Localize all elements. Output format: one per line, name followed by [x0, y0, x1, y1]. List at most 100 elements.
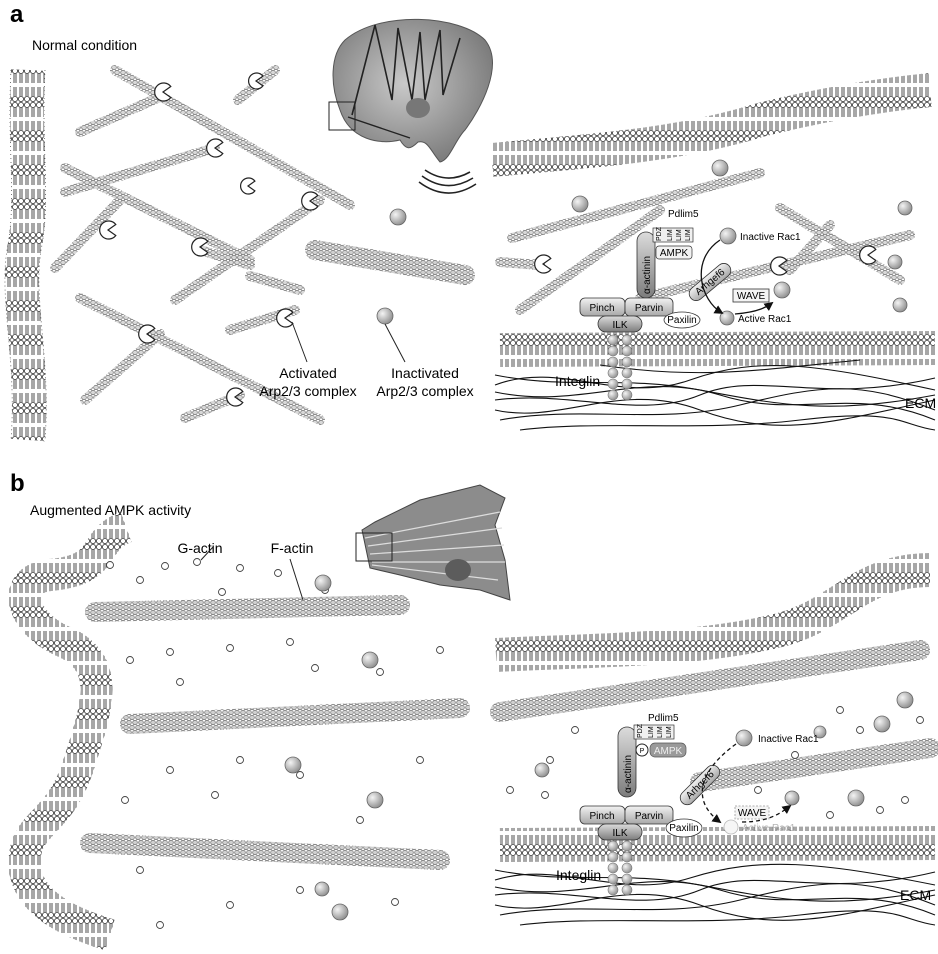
- plasma-membrane-vertical-b: [25, 527, 126, 935]
- plasma-membrane-vertical-a: [22, 70, 29, 440]
- plasma-membrane-bottom-b: [500, 843, 935, 845]
- inactive-arp23-icon: [572, 196, 588, 212]
- active-rac1-label-b: Active Rac1: [742, 823, 796, 834]
- alpha-actinin-label-b: α-actinin: [623, 755, 634, 793]
- inactive-arp23-icon: [535, 763, 549, 777]
- inactive-arp23-icon: [848, 790, 864, 806]
- wave-label-b: WAVE: [738, 808, 767, 819]
- ecm-label-a: ECM: [905, 395, 936, 411]
- panel-b-condition: Augmented AMPK activity: [30, 502, 191, 518]
- lim-label-a-3: LIM: [685, 229, 692, 241]
- integrin-label-a: Integlin: [555, 373, 600, 389]
- inactive-arp23-icon: [888, 255, 902, 269]
- plasma-membrane-top-a: [492, 90, 930, 160]
- activated-arp23-icon: [155, 83, 171, 101]
- inactive-arp23-icon: [774, 282, 790, 298]
- pinch-label-b: Pinch: [589, 811, 614, 822]
- actin-filament: [65, 148, 215, 192]
- activated-arp23-icon: [207, 139, 223, 157]
- inactive-rac1-label-b: Inactive Rac1: [758, 734, 819, 745]
- inactive-rac1-b: [736, 730, 752, 746]
- inactive-arp23-icon: [315, 882, 329, 896]
- f-actin-bundle: [95, 605, 400, 612]
- active-rac1-label-a: Active Rac1: [738, 314, 792, 325]
- parvin-label-a: Parvin: [635, 303, 663, 314]
- alpha-actinin-label-a: α-actinin: [642, 256, 653, 294]
- wave-arrow-a: [735, 303, 772, 314]
- ilk-label-a: ILK: [612, 320, 627, 331]
- panel-b: b Augmented AMPK activity G-actin: [10, 470, 935, 935]
- inactive-rac1-a: [720, 228, 736, 244]
- pdz-label-a: PDZ: [656, 226, 663, 241]
- lim-label-a-1: LIM: [667, 229, 674, 241]
- pinch-label-a: Pinch: [589, 303, 614, 314]
- active-rac1-b: [724, 820, 738, 834]
- active-rac1-a: [720, 311, 734, 325]
- panel-b-letter: b: [10, 470, 25, 497]
- paxilin-label-b: Paxilin: [669, 823, 698, 834]
- actin-filament: [65, 168, 250, 260]
- f-actin-bundle: [90, 843, 440, 860]
- actin-filament: [500, 262, 540, 265]
- lim-label-b-1: LIM: [648, 726, 655, 738]
- inactivated-arp23-label-line1: Inactivated: [391, 365, 459, 381]
- activated-arp23-icon: [100, 221, 116, 239]
- integrin-label-b: Integlin: [556, 867, 601, 883]
- inactive-arp23-icon: [712, 160, 728, 176]
- activated-arp23-icon: [535, 255, 551, 273]
- ecm-fibres-a: [495, 360, 935, 430]
- actin-filament: [115, 70, 350, 205]
- lim-label-b-2: LIM: [657, 726, 664, 738]
- panel-a-letter: a: [10, 1, 24, 28]
- panel-a: a Normal condition: [5, 1, 936, 440]
- f-actin-bundle: [130, 708, 460, 724]
- actin-filament: [85, 334, 160, 400]
- f-actin-label: F-actin: [271, 540, 314, 556]
- plasma-membrane-bottom-a: [500, 348, 935, 350]
- inactive-arp23-icon: [332, 904, 348, 920]
- actin-filament: [250, 276, 300, 290]
- pdlim5-label-b: Pdlim5: [648, 713, 679, 724]
- ampk-label-a: AMPK: [660, 248, 689, 259]
- inactive-arp23-icon: [390, 209, 406, 225]
- activated-arp23-icon: [277, 309, 293, 327]
- g-actin-label: G-actin: [177, 540, 222, 556]
- activated-arp23-label-line2: Arp2/3 complex: [259, 383, 356, 399]
- wave-label-a: WAVE: [737, 291, 766, 302]
- panel-a-condition: Normal condition: [32, 37, 137, 53]
- lim-label-a-2: LIM: [676, 229, 683, 241]
- lim-label-b-3: LIM: [666, 726, 673, 738]
- f-actin-bundle: [700, 748, 930, 782]
- inactive-arp23-b: [285, 575, 383, 920]
- cell-illustration-b: [356, 485, 510, 600]
- inactive-arp23-icon: [362, 652, 378, 668]
- actin-filament: [80, 97, 160, 132]
- inactive-arp23-icon: [893, 298, 907, 312]
- ecm-label-b: ECM: [900, 887, 931, 903]
- parvin-label-b: Parvin: [635, 811, 663, 822]
- inactive-arp23-icon: [377, 308, 393, 324]
- ilk-label-b: ILK: [612, 828, 627, 839]
- inactive-rac1-label-a: Inactive Rac1: [740, 232, 801, 243]
- inactive-arp23-icon: [898, 201, 912, 215]
- ampk-label-b: AMPK: [654, 746, 683, 757]
- paxilin-label-a: Paxilin: [667, 315, 696, 326]
- activated-arp23-icon: [241, 178, 255, 194]
- inactive-arp23-icon: [367, 792, 383, 808]
- inactive-arp23-icon: [897, 692, 913, 708]
- pdlim5-label-a: Pdlim5: [668, 209, 699, 220]
- inactivated-arp23-label-line2: Arp2/3 complex: [376, 383, 473, 399]
- inactive-arp23-icon: [285, 757, 301, 773]
- focal-adhesion-detail-a: ECM Integlin α-actinin PDZ LIM LIM LIM P…: [492, 90, 936, 430]
- plasma-membrane-top-b: [496, 570, 930, 655]
- inactive-arp23-icon: [874, 716, 890, 732]
- activated-arp23-label-line1: Activated: [279, 365, 337, 381]
- activated-arp23-icon: [860, 246, 876, 264]
- pdz-label-b: PDZ: [637, 723, 644, 738]
- cell-illustration-a: [329, 19, 492, 193]
- focal-adhesion-detail-b: ECM Integlin α-actinin: [495, 570, 935, 925]
- actin-bundle: [315, 250, 465, 275]
- inactive-arp23-icon: [315, 575, 331, 591]
- inactive-arp23-icon: [785, 791, 799, 805]
